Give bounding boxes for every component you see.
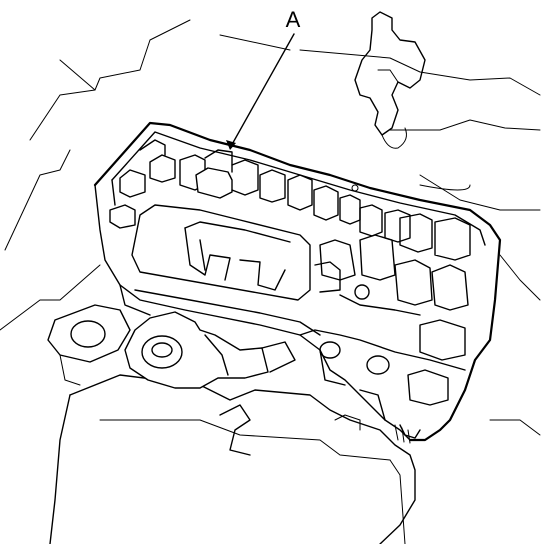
- callout-a-label: A: [286, 7, 301, 32]
- callout-a-leader: [229, 33, 295, 149]
- lower-panel: [49, 374, 416, 544]
- battery-cable-terminal: [124, 311, 296, 389]
- callout-a: A: [226, 7, 301, 150]
- relay-bracket-component: [354, 11, 426, 149]
- under-hood-fuse-box: [93, 121, 502, 444]
- mounting-bracket-left: [47, 304, 131, 386]
- background-outlines: [0, 19, 541, 436]
- callout-a-arrowhead: [226, 140, 236, 150]
